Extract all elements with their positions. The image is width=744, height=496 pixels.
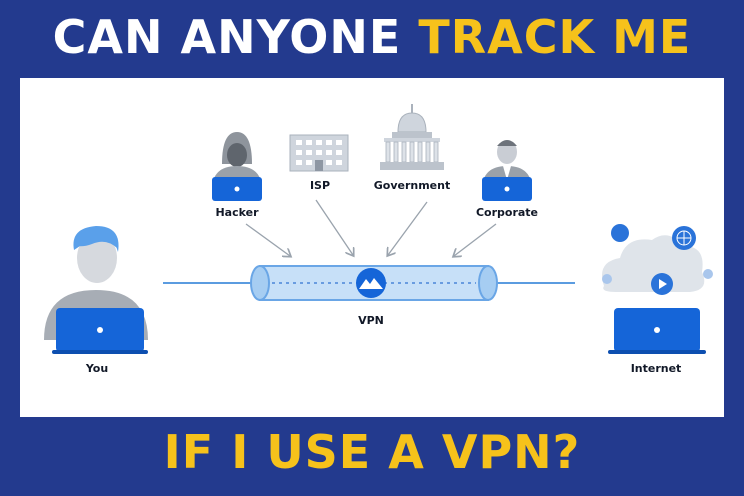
headline-top-white: CAN ANYONE <box>52 10 419 64</box>
internet-laptop-icon <box>608 308 706 354</box>
arrow-corporate <box>454 223 497 256</box>
headline-bottom: IF I USE A VPN? <box>163 425 581 479</box>
government-capitol-icon <box>380 104 444 170</box>
arrow-isp <box>315 199 353 255</box>
cloud-icon <box>602 224 713 295</box>
corporate-person-icon <box>482 140 532 201</box>
isp-label: ISP <box>310 179 330 192</box>
arrow-hacker <box>245 223 290 256</box>
bottom-banner <box>0 417 744 496</box>
headline-top: CAN ANYONE TRACK ME <box>0 14 744 60</box>
hacker-icon <box>212 132 262 201</box>
bird-badge-icon <box>611 224 629 242</box>
user-icon <box>44 226 148 354</box>
government-label: Government <box>374 179 450 192</box>
vpn-logo-icon <box>356 268 386 298</box>
hacker-label: Hacker <box>215 206 259 219</box>
diagram-panel <box>20 78 724 417</box>
arrow-government <box>388 201 428 255</box>
vpn-tunnel <box>250 265 498 301</box>
headline-top-yellow: TRACK ME <box>418 10 692 64</box>
corporate-label: Corporate <box>476 206 538 219</box>
vpn-label: VPN <box>358 314 384 327</box>
isp-building-icon <box>289 134 349 172</box>
top-banner <box>0 0 744 78</box>
internet-label: Internet <box>631 362 682 375</box>
you-label: You <box>85 362 108 375</box>
